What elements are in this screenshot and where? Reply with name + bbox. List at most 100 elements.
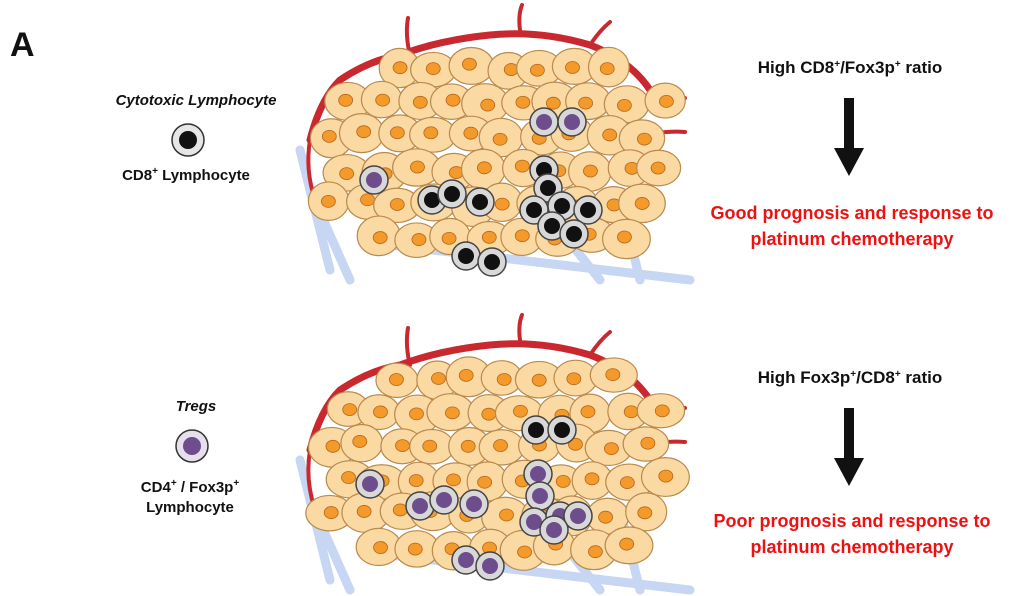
tumor-cell-nucleus (460, 439, 476, 453)
tumor-cell-nucleus (481, 407, 497, 421)
tumor-cell-nucleus (409, 407, 424, 421)
treg-lymphocyte-core (546, 522, 562, 538)
tumor-cell-nucleus (462, 57, 477, 71)
tumor-cell-nucleus (463, 126, 479, 140)
tumor-cell-nucleus (342, 403, 358, 417)
tumor-cell-nucleus (425, 62, 441, 76)
tumor-cell-nucleus (423, 126, 439, 140)
tumor-cell-nucleus (481, 230, 497, 244)
tumor-cell-nucleus (356, 125, 372, 139)
tumor-cell-nucleus (352, 435, 368, 448)
tumor-cell-nucleus (389, 198, 405, 211)
tumor-cell-nucleus (408, 474, 424, 487)
tumor-cell-nucleus (492, 132, 508, 146)
legend-label-cd8: CD8+ Lymphocyte (122, 166, 250, 185)
tumor-cell-nucleus (654, 404, 670, 418)
tumor-cell-nucleus (605, 368, 621, 381)
blood-vessel (588, 20, 612, 47)
tumor-cell-nucleus (458, 368, 474, 382)
tumor-cell-nucleus (444, 406, 460, 420)
tumor-cell-nucleus (517, 545, 532, 559)
tumor-cell-nucleus (637, 132, 652, 146)
tumor-cell-nucleus (373, 405, 388, 419)
tumor-cell-nucleus (617, 99, 632, 112)
ratio-label-high-cd8: High CD8+/Fox3p+ ratio (757, 58, 943, 77)
tumor-cell-nucleus (325, 439, 341, 453)
blood-vessel (306, 30, 654, 144)
treg-lymphocyte-core (466, 496, 482, 512)
treg-lymphocyte-core (436, 492, 452, 508)
tumor-cell-nucleus (477, 475, 493, 489)
tumor-cell-nucleus (356, 505, 372, 518)
cd8-lymphocyte-core (444, 186, 460, 202)
tumor-cell-nucleus (568, 437, 583, 451)
tumor-cell-nucleus (578, 96, 593, 110)
outcome-good-prognosis: Good prognosis and response to platinum … (710, 203, 994, 249)
tumor-cell-nucleus (339, 167, 355, 181)
panel-label: A (10, 26, 35, 64)
cd8-lymphocyte-core (526, 202, 542, 218)
treg-lymphocyte-core (532, 488, 548, 504)
tumor-cell-nucleus (321, 129, 337, 143)
tumor-cell-nucleus (445, 93, 461, 107)
tumor-cell-nucleus (389, 126, 405, 140)
tumor-cell-nucleus (395, 439, 410, 453)
cd8-lymphocyte-core (566, 226, 582, 242)
tumor-cell-nucleus (602, 128, 618, 142)
tumor-cell-nucleus (446, 473, 461, 487)
blood-vessel (588, 330, 612, 357)
tumor-cell-nucleus (375, 93, 391, 107)
tumor-cell-nucleus (604, 442, 619, 455)
treg-lymphocyte-core (536, 114, 552, 130)
tumor-cell-nucleus (360, 193, 375, 207)
tumor-cell-nucleus (496, 373, 512, 386)
cd8-lymphocyte-core (554, 198, 570, 214)
tumor-cell-nucleus (410, 160, 425, 174)
treg-lymphocyte-core (570, 508, 586, 524)
cd8-lymphocyte-core (544, 218, 560, 234)
tumor-cell-nucleus (617, 230, 632, 244)
tumor-cell-nucleus (619, 476, 635, 490)
cd8-lymphocyte-core (458, 248, 474, 264)
blood-vessel (517, 3, 524, 32)
cd8-lymphocyte-core (528, 422, 544, 438)
tumor-cell-nucleus (407, 542, 423, 556)
cd8-lymphocyte-core (580, 202, 596, 218)
tumor-cell-nucleus (555, 475, 571, 488)
tumor-cell-nucleus (323, 506, 339, 519)
tumor-cell-nucleus (529, 63, 545, 77)
tumor-cell-nucleus (565, 61, 580, 74)
tumor-cell-nucleus (372, 231, 388, 244)
tumor-cell-nucleus (659, 94, 674, 108)
tumor-tissue-high-treg (295, 313, 695, 595)
tumor-cell-nucleus (389, 373, 404, 386)
tumor-cell-nucleus (514, 159, 530, 173)
treg-lymphocyte-core (366, 172, 382, 188)
treg-lymphocyte-core (564, 114, 580, 130)
tumor-cell-nucleus (422, 439, 438, 453)
legend-title-cytotoxic: Cytotoxic Lymphocyte (115, 92, 277, 109)
tumor-cell-nucleus (598, 510, 614, 524)
tumor-cell-nucleus (412, 95, 428, 109)
tumor-cell-nucleus (580, 405, 596, 419)
tumor-cell-nucleus (480, 98, 496, 112)
tumor-cell-nucleus (320, 194, 336, 208)
cd8-lymphocyte-core (472, 194, 488, 210)
down-arrow-icon (834, 408, 864, 486)
tumor-tissue-high-cd8 (295, 3, 695, 285)
tumor-cell-nucleus (583, 164, 598, 178)
cd8-lymphocyte-core (540, 180, 556, 196)
tumor-cell-nucleus (637, 506, 653, 520)
blood-vessel (517, 313, 524, 342)
cd8-lymphocyte-core (554, 422, 570, 438)
cd8-lymphocyte-core (424, 192, 440, 208)
cd8-lymphocyte-core (484, 254, 500, 270)
tumor-cell-nucleus (513, 404, 528, 418)
blood-vessel (404, 326, 412, 367)
legend-label-treg: CD4+ / Fox3p+ Lymphocyte (140, 478, 240, 517)
outcome-poor-prognosis: Poor prognosis and response to platinum … (713, 511, 991, 557)
tumor-cell-nucleus (499, 508, 514, 522)
tumor-cell-nucleus (493, 439, 508, 452)
tumor-cell-nucleus (476, 161, 492, 175)
tumor-cell-nucleus (634, 197, 650, 210)
